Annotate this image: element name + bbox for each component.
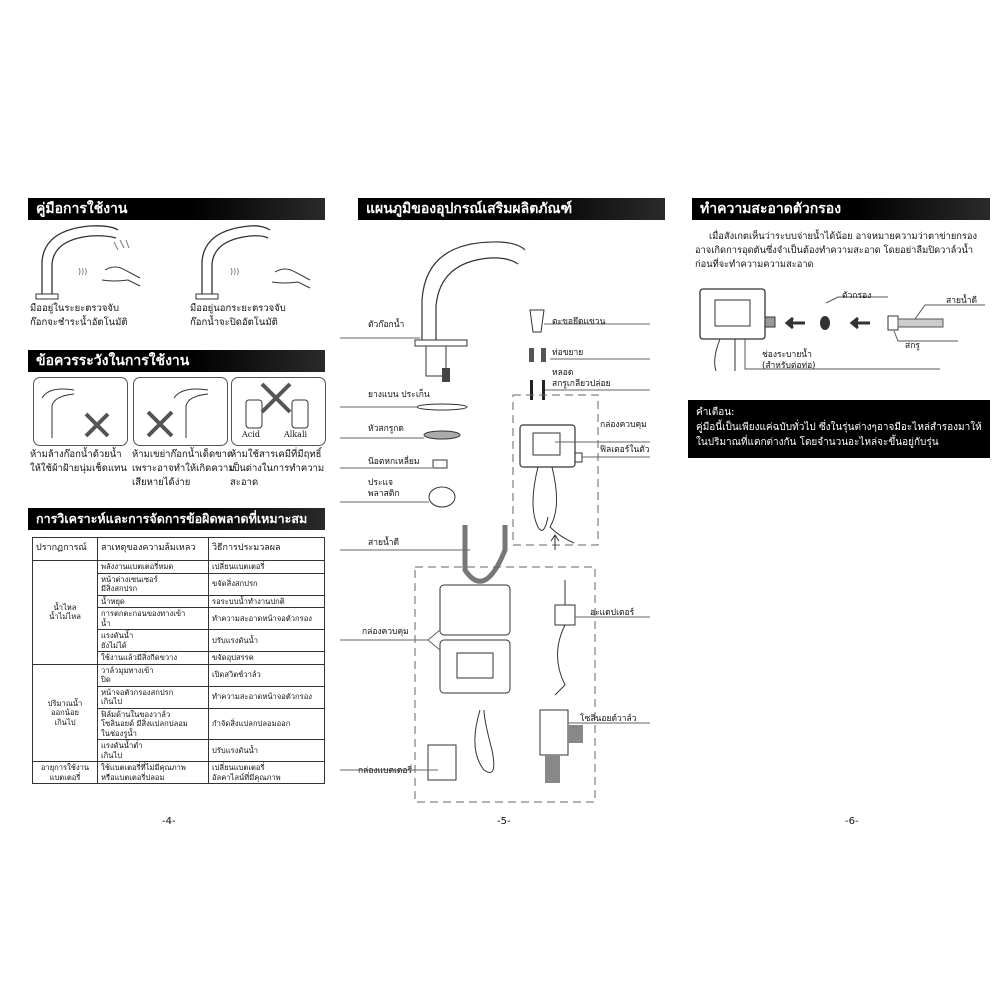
label-battery-box: กล่องแบตเตอรี่	[358, 766, 413, 776]
table-row: ใช้งานแล้วมีสิ่งกีดขวางขจัดอุปสรรค	[33, 651, 325, 665]
label-builtin-filter: ฟิลเตอร์ในตัว	[600, 445, 650, 455]
usage-caption-out-range: มืออยู่นอกระยะตรวจจับ ก๊อกน้ำจะปิดอัตโนม…	[190, 303, 286, 328]
accessories-section-title: แผนภูมิของอุปกรณ์เสริมผลิตภัณฑ์	[358, 198, 665, 220]
table-row: ฟิล์มด้านในของวาล์ว โซลินอยด์ มีสิ่งแปลก…	[33, 707, 325, 740]
solution-cell: ทำความสะอาดหน้าจอตัวกรอง	[208, 685, 325, 709]
table-row: ปริมาณน้ำ ออกน้อย เกินไปวาล์วมุมทางเข้า …	[32, 663, 325, 762]
label-screw-head: หัวสกรูกด	[368, 424, 404, 434]
alkali-label: Alkali	[284, 430, 308, 439]
solution-cell: กำจัดสิ่งแปลกปลอมออก	[208, 707, 325, 740]
label-hose-6: สายน้ำดี	[946, 296, 978, 306]
troubleshoot-section-title: การวิเคราะห์และการจัดการข้อผิดพลาดที่เหม…	[28, 508, 325, 530]
label-control-box-top: กล่องควบคุม	[600, 420, 647, 430]
label-filter: ตัวกรอง	[842, 291, 872, 301]
label-gasket: ยางแบน ประเก็น	[368, 390, 430, 400]
filter-cleaning-diagram	[699, 288, 985, 372]
label-screw: สกรู	[905, 341, 920, 351]
cause-cell: ใช้แบตเตอรี่ที่ไม่มีคุณภาพ หรือแบตเตอรี่…	[97, 761, 209, 784]
acid-label: Acid	[242, 430, 260, 439]
label-plastic-wrench: ประแจ พลาสติก	[368, 478, 400, 499]
table-row: อายุการใช้งาน แบตเตอรี่ใช้แบตเตอรี่ที่ไม…	[32, 761, 325, 784]
warning-text: คู่มือนี้เป็นเพียงแค่ฉบับทั่วไป ซึ่งในรุ…	[696, 422, 982, 448]
solution-cell: รอระบบน้ำทำงานปกติ	[208, 594, 325, 608]
label-bracket: ตะขอยึดแขวน	[552, 317, 606, 327]
solution-cell: เปิดสวิตช์วาล์ว	[208, 663, 325, 687]
label-adapter: อะแดปเตอร์	[590, 608, 635, 618]
label-faucet: ตัวก๊อกน้ำ	[368, 320, 405, 330]
troubleshooting-table: ปรากฏการณ์ สาเหตุของความล้มเหลว วิธีการป…	[32, 537, 325, 784]
label-control-box-bottom: กล่องควบคุม	[362, 627, 409, 637]
cause-cell: แรงดันน้ำต่ำ เกินไป	[97, 739, 209, 762]
page-number-5: -5-	[497, 816, 511, 827]
caution-no-chemicals: Acid Alkali	[231, 377, 326, 446]
cause-cell: วาล์วมุมทางเข้า ปิด	[97, 663, 209, 687]
svg-text:))): )))	[230, 267, 239, 276]
label-solenoid: โซลินอยด์วาล์ว	[580, 714, 637, 724]
table-row: แรงดันน้ำต่ำ เกินไปปรับแรงดันน้ำ	[33, 739, 325, 762]
page-number-4: -4-	[162, 816, 176, 827]
phenomenon-cell: น้ำไหล น้ำไม่ไหล	[32, 560, 98, 665]
cause-cell: ฟิล์มด้านในของวาล์ว โซลินอยด์ มีสิ่งแปลก…	[97, 707, 209, 740]
caution-caption-3: ห้ามใช้สารเคมีที่มีฤทธิ์ เป็นด่างในการทำ…	[230, 449, 325, 488]
header-solution: วิธีการประมวลผล	[208, 537, 325, 561]
caution-caption-1: ห้ามล้างก๊อกน้ำด้วยน้ำ ให้ใช้ผ้าฝ้ายนุ่ม…	[30, 449, 127, 474]
page-number-6: -6-	[845, 816, 859, 827]
label-hose: สายน้ำดี	[368, 538, 400, 548]
solution-cell: เปลี่ยนแบตเตอรี่	[208, 560, 325, 574]
filter-disc	[820, 316, 830, 330]
label-screws: หลอด สกรูเกลียวปล่อย	[552, 368, 611, 389]
accessories-diagram	[340, 241, 650, 803]
table-header-row: ปรากฏการณ์ สาเหตุของความล้มเหลว วิธีการป…	[32, 537, 325, 561]
solution-cell: ปรับแรงดันน้ำ	[208, 629, 325, 652]
label-drain: ช่องระบายน้ำ (สำหรับต่อท่อ)	[762, 350, 816, 371]
caution-no-water-wash	[33, 377, 128, 446]
table-row: หน้าต่างเซนเซอร์ มีสิ่งสกปรกขจัดสิ่งสกปร…	[33, 572, 325, 596]
warning-box: คำเตือน: คู่มือนี้เป็นเพียงแค่ฉบับทั่วไป…	[688, 400, 990, 458]
faucet-drawing	[421, 241, 526, 340]
caution-no-shaking	[133, 377, 228, 446]
cause-cell: หน้าต่างเซนเซอร์ มีสิ่งสกปรก	[97, 572, 209, 596]
cross-icon	[41, 388, 110, 438]
cause-cell: หน้าจอตัวกรองสกปรก เกินไป	[97, 685, 209, 709]
caution-section-title: ข้อควรระวังในการใช้งาน	[28, 350, 325, 372]
cause-cell: ใช้งานแล้วมีสิ่งกีดขวาง	[97, 651, 209, 665]
caution-caption-2: ห้ามเขย่าก๊อกน้ำเด็ดขาด เพราะอาจทำให้เกิ…	[132, 449, 235, 488]
hose-drawing	[462, 525, 508, 584]
control-box-drawing	[519, 424, 576, 468]
solution-cell: ขจัดอุปสรรค	[208, 651, 325, 665]
cause-cell: การตกตะกอนของทางเข้า น้ำ	[97, 607, 209, 630]
solution-cell: ขจัดสิ่งสกปรก	[208, 572, 325, 596]
table-row: น้ำไหล น้ำไม่ไหลพลังงานแบตเตอรี่หมดเปลี่…	[32, 560, 325, 665]
filter-cleaning-paragraph: เมื่อสังเกตเห็นว่าระบบจ่ายน้ำได้น้อย อาจ…	[695, 231, 978, 270]
solution-cell: เปลี่ยนแบตเตอรี่ อัลคาไลน์ที่มีคุณภาพ	[208, 761, 325, 784]
phenomenon-cell: ปริมาณน้ำ ออกน้อย เกินไป	[32, 663, 98, 762]
cause-cell: น้ำหยุด	[97, 594, 209, 608]
solution-cell: ทำความสะอาดหน้าจอตัวกรอง	[208, 607, 325, 630]
filter-cleaning-section-title: ทำความสะอาดตัวกรอง	[692, 198, 990, 220]
faucet-idle-illustration: )))	[195, 225, 311, 300]
table-row: หน้าจอตัวกรองสกปรก เกินไปทำความสะอาดหน้า…	[33, 685, 325, 709]
chemical-bottles-icon	[245, 382, 309, 429]
svg-text:))): )))	[78, 267, 87, 276]
header-cause: สาเหตุของความล้มเหลว	[97, 537, 209, 561]
warning-title: คำเตือน:	[696, 407, 735, 418]
label-anchors: ท่อขยาย	[552, 348, 584, 358]
cross-icon	[146, 388, 209, 438]
solution-cell: ปรับแรงดันน้ำ	[208, 739, 325, 762]
phenomenon-cell: อายุการใช้งาน แบตเตอรี่	[32, 761, 98, 784]
table-row: แรงดันน้ำ ยังไม่ได้ปรับแรงดันน้ำ	[33, 629, 325, 652]
usage-caption-in-range: มืออยู่ในระยะตรวจจับ ก๊อกจะชำระน้ำอัตโนม…	[30, 303, 128, 328]
faucet-sensing-illustration: )))	[35, 225, 141, 300]
label-hex-nut: น๊อตหกเหลี่ยม	[368, 457, 420, 467]
cause-cell: พลังงานแบตเตอรี่หมด	[97, 560, 209, 574]
table-row: การตกตะกอนของทางเข้า น้ำทำความสะอาดหน้าจ…	[33, 607, 325, 630]
cause-cell: แรงดันน้ำ ยังไม่ได้	[97, 629, 209, 652]
header-phenomenon: ปรากฏการณ์	[32, 537, 98, 561]
usage-section-title: คู่มือการใช้งาน	[28, 198, 325, 220]
